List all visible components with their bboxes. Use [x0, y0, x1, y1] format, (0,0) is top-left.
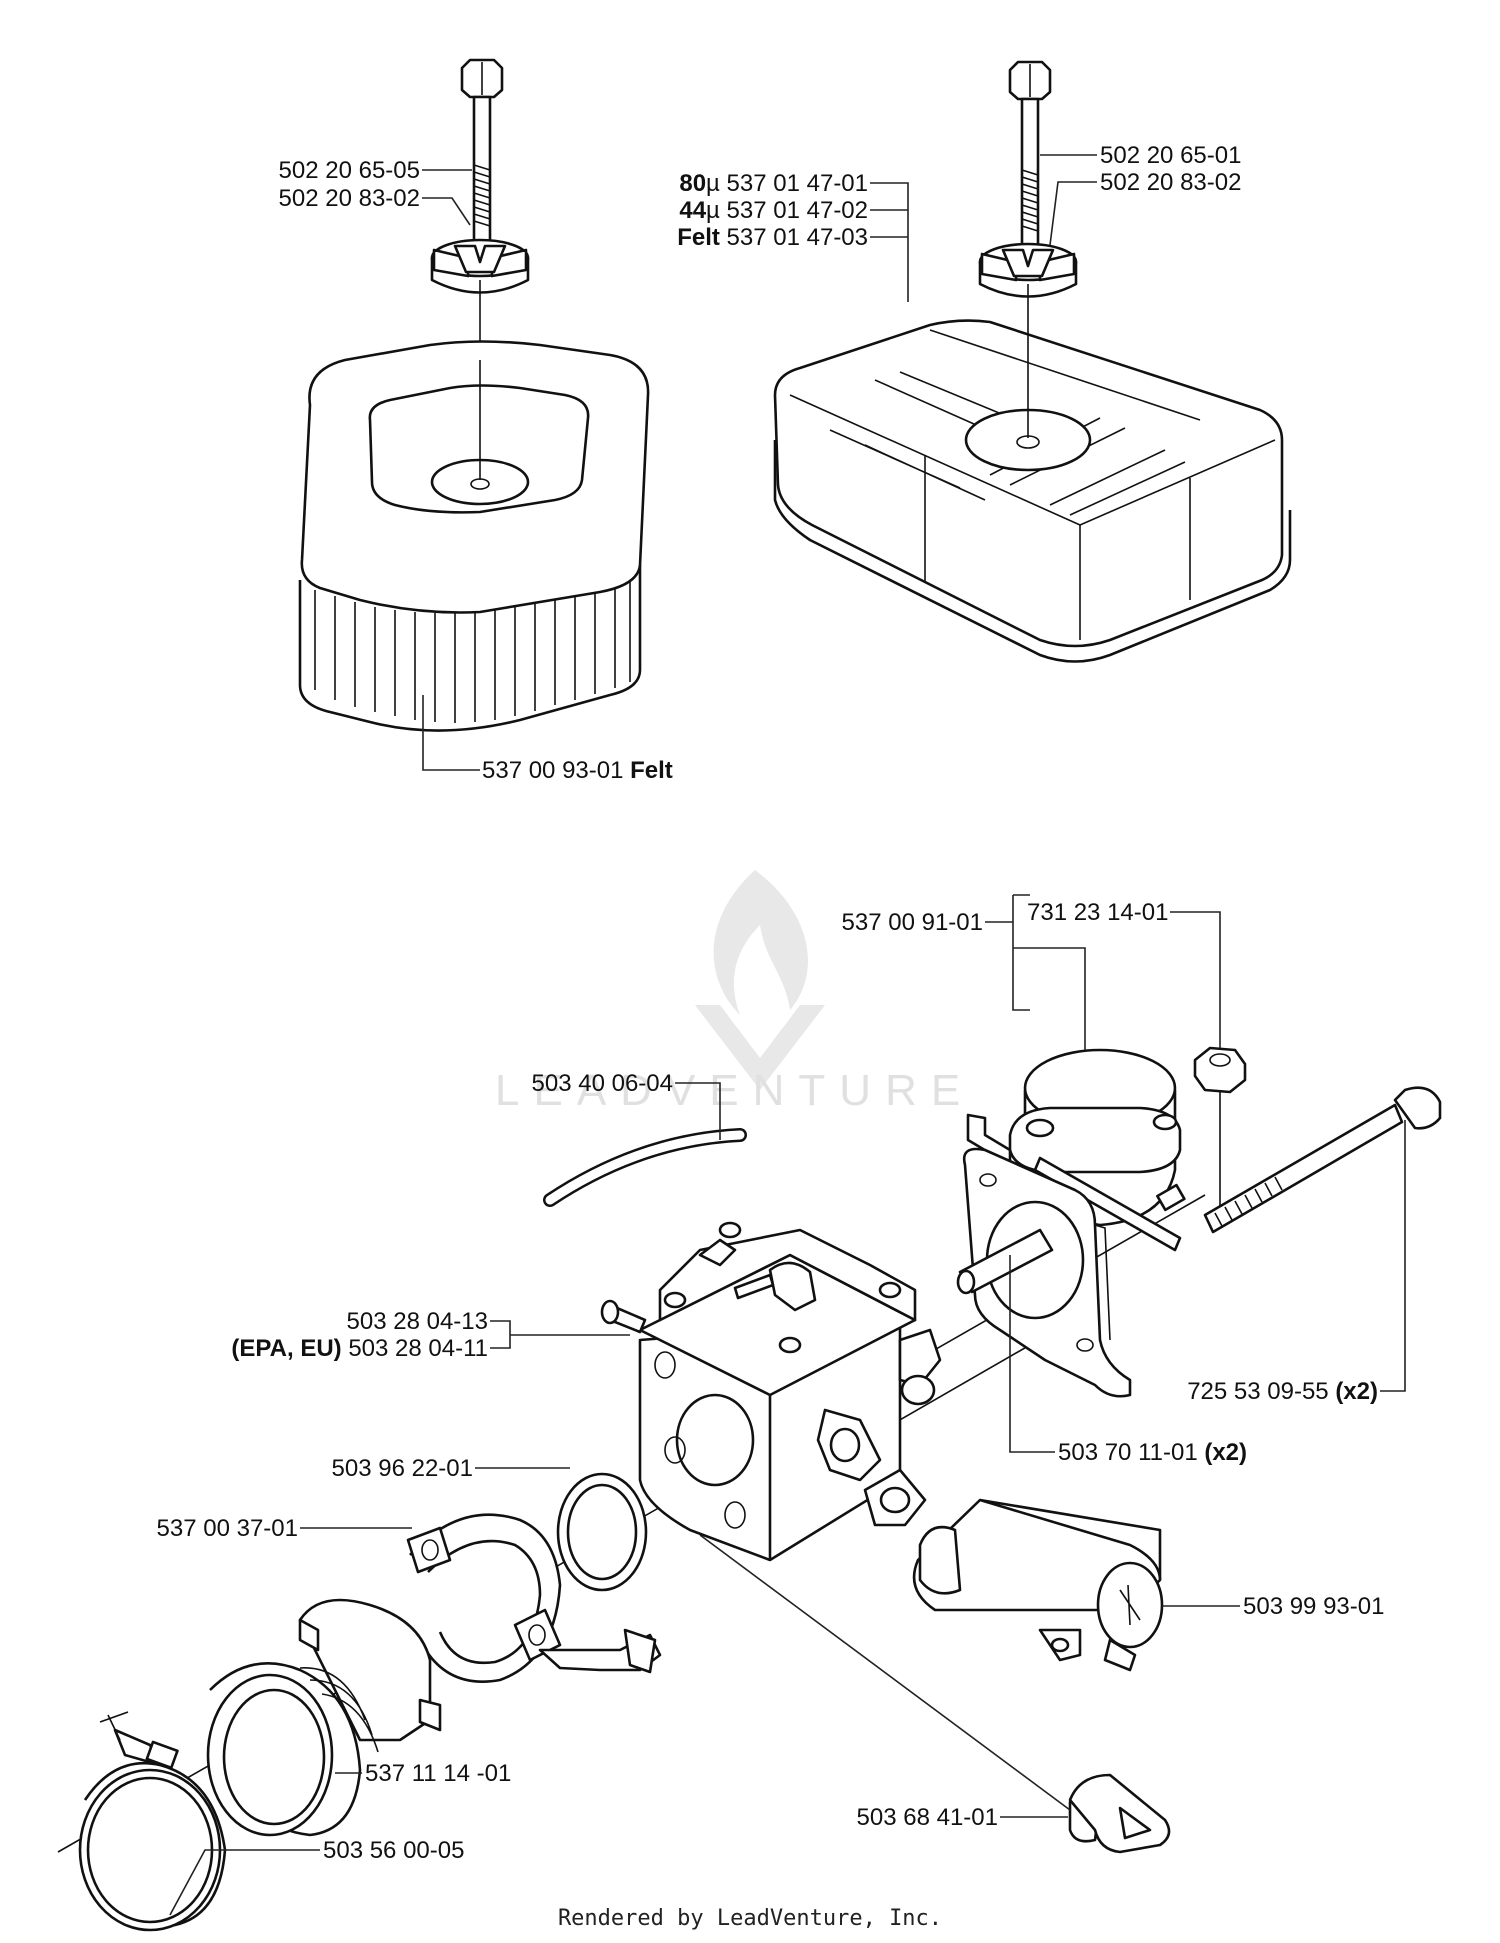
carb-epa-number: 503 28 04-11 [342, 1335, 488, 1362]
long-screw [1203, 1086, 1442, 1234]
label-bolt-left: 502 20 65-05 [279, 157, 420, 184]
label-fuel-hose: 503 40 06-04 [532, 1070, 673, 1097]
fuel-hose [543, 1128, 747, 1207]
label-washer-right: 502 20 83-02 [1100, 169, 1241, 196]
label-sleeve: 503 70 11-01 (x2) [1058, 1439, 1247, 1466]
intake-boot [206, 1598, 442, 1837]
filter-44-number: 537 01 47-02 [720, 197, 868, 224]
sleeve-number: 503 70 11-01 [1058, 1439, 1204, 1466]
label-carb: 503 28 04-13 [347, 1308, 488, 1335]
label-carb-epa: (EPA, EU) 503 28 04-11 [231, 1335, 488, 1362]
choke-rod [912, 1498, 1164, 1672]
leadventure-watermark: LEADVENTURE [495, 870, 974, 1115]
left-bolt [460, 58, 504, 247]
label-clamp-ring: 537 00 37-01 [157, 1515, 298, 1542]
label-filter-80: 80µ 537 01 47-01 [679, 170, 868, 197]
watermark-text: LEADVENTURE [495, 1066, 974, 1115]
footer-credit: Rendered by LeadVenture, Inc. [558, 1906, 942, 1931]
sleeve-qty: (x2) [1204, 1439, 1247, 1466]
filter-44-unit: µ [706, 197, 720, 224]
clamp-ring [406, 1513, 662, 1683]
hex-nut [1193, 1046, 1247, 1210]
carb-adapter [1008, 1048, 1186, 1252]
left-filter-assembly [298, 58, 650, 732]
label-filter-44: 44µ 537 01 47-02 [679, 197, 868, 224]
throttle-lever [1068, 1773, 1171, 1854]
label-intake-boot: 537 11 14 -01 [365, 1760, 511, 1787]
carb-gasket [556, 1472, 648, 1592]
filter-felt-number: 537 01 47-03 [720, 224, 868, 251]
left-wing-nut [430, 238, 530, 294]
label-choke-rod: 503 99 93-01 [1243, 1593, 1384, 1620]
felt-filter [298, 340, 650, 732]
filter-left-number: 537 00 93-01 [482, 757, 630, 784]
v-logo-icon [695, 1005, 825, 1090]
right-wing-nut [978, 242, 1078, 298]
label-filter-felt: Felt 537 01 47-03 [677, 224, 868, 251]
screw-number: 725 53 09-55 [1187, 1378, 1335, 1405]
filter-80-number: 537 01 47-01 [720, 170, 868, 197]
right-filter-assembly [773, 60, 1292, 663]
bracket-frame [966, 1113, 1012, 1167]
filter-80-unit: µ [706, 170, 720, 197]
filter-44-prefix: 44 [679, 197, 706, 224]
label-throttle-lever: 503 68 41-01 [857, 1804, 998, 1831]
label-gasket: 503 96 22-01 [332, 1455, 473, 1482]
leader-lines [169, 154, 1406, 1916]
label-filter-left: 537 00 93-01 Felt [482, 757, 673, 784]
sleeve-pin [956, 1228, 1054, 1295]
flat-filter [773, 319, 1292, 663]
part-labels: 502 20 65-05 502 20 83-02 502 20 65-01 5… [157, 142, 1385, 1864]
label-hose-clamp: 503 56 00-05 [323, 1837, 464, 1864]
screw-qty: (x2) [1335, 1378, 1378, 1405]
label-screw: 725 53 09-55 (x2) [1187, 1378, 1378, 1405]
flame-logo-icon [713, 870, 808, 1015]
hose-clamp [78, 1711, 227, 1932]
carb-epa-prefix: (EPA, EU) [231, 1335, 341, 1362]
label-adapter: 537 00 91-01 [842, 909, 983, 936]
filter-left-suffix: Felt [630, 757, 673, 784]
label-nut: 731 23 14-01 [1027, 899, 1168, 926]
filter-80-prefix: 80 [679, 170, 706, 197]
carburetor [600, 1221, 942, 1562]
right-bolt [1008, 60, 1052, 253]
filter-felt-prefix: Felt [677, 224, 720, 251]
label-washer-left: 502 20 83-02 [279, 185, 420, 212]
label-bolt-right: 502 20 65-01 [1100, 142, 1241, 169]
